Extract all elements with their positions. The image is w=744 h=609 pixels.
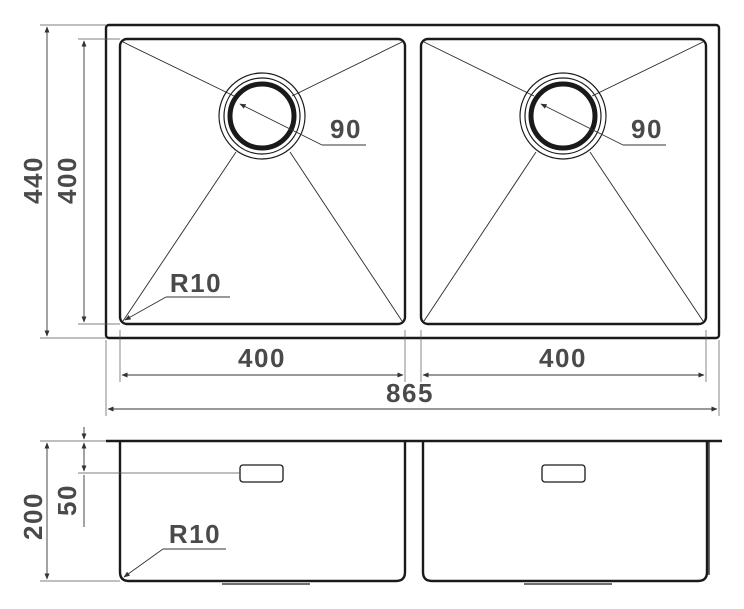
- overall-width-label: 865: [386, 378, 434, 408]
- left-bowl-side: [118, 441, 407, 583]
- top-view: 440 400 90 90 R10 400 400 865: [18, 23, 721, 416]
- right-drain-hole: [528, 81, 598, 151]
- depth-label: 200: [18, 492, 48, 540]
- left-drain-diameter-label: 90: [330, 114, 362, 144]
- left-drain-outer-ring: [223, 77, 301, 155]
- right-bowl-outline: [419, 37, 708, 326]
- bowl-height-label: 400: [52, 156, 82, 204]
- left-overflow-slot: [239, 464, 284, 483]
- left-drain-hole: [227, 81, 297, 151]
- overall-height-label: 440: [18, 156, 48, 204]
- side-corner-radius-label: R10: [169, 519, 221, 549]
- overflow-offset-label: 50: [52, 484, 82, 516]
- left-bowl-top: [118, 37, 407, 326]
- left-bowl-width-label: 400: [238, 343, 286, 373]
- right-drain-diameter-label: 90: [631, 114, 663, 144]
- right-drain-flange: [519, 72, 607, 160]
- sink-outer-rim: [104, 23, 721, 340]
- right-bowl-side: [421, 441, 709, 583]
- side-view: 200 50 R10: [18, 427, 722, 585]
- left-drain-flange: [218, 72, 306, 160]
- right-drain-outer-ring: [524, 77, 602, 155]
- left-bowl-outline: [118, 37, 407, 326]
- right-overflow-slot: [541, 464, 586, 483]
- right-bowl-top: [419, 37, 708, 326]
- right-bowl-width-label: 400: [539, 343, 587, 373]
- top-corner-radius-label: R10: [170, 268, 222, 298]
